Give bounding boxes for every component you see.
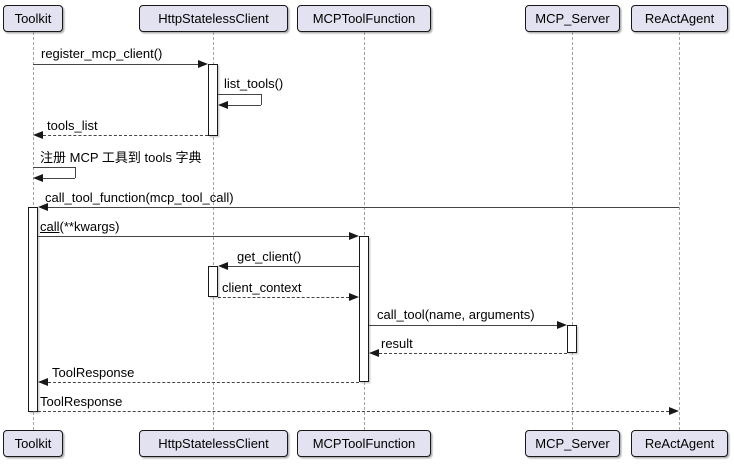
message-line bbox=[261, 94, 262, 105]
message-label: ToolResponse bbox=[40, 394, 123, 409]
message-line bbox=[48, 382, 359, 383]
participant-mcp-server-bottom: MCP_Server bbox=[525, 430, 620, 457]
arrowhead-right bbox=[557, 321, 567, 329]
message-line bbox=[33, 411, 669, 412]
participant-reactagent-top: ReActAgent bbox=[631, 5, 728, 32]
message-label: 注册 MCP 工具到 tools 字典 bbox=[40, 150, 202, 165]
arrowhead-left bbox=[369, 349, 379, 357]
participant-toolkit-top: Toolkit bbox=[3, 5, 63, 32]
message-line bbox=[48, 207, 679, 208]
message-label: call(**kwargs) bbox=[40, 219, 119, 234]
lifeline-mcptoolfunction bbox=[364, 32, 365, 430]
activation-mcp-server bbox=[567, 325, 577, 353]
arrowhead-right bbox=[349, 293, 359, 301]
activation-mcptoolfunction bbox=[359, 236, 369, 382]
message-line bbox=[33, 167, 75, 168]
activation-httpstatelessclient-1 bbox=[208, 64, 218, 136]
message-label: list_tools() bbox=[224, 76, 284, 91]
participant-toolkit-bottom: Toolkit bbox=[3, 430, 63, 457]
message-line bbox=[43, 135, 208, 136]
arrowhead-left bbox=[38, 378, 48, 386]
message-line bbox=[228, 105, 261, 106]
arrowhead-left bbox=[218, 101, 228, 109]
message-line bbox=[38, 236, 349, 237]
participant-mcptoolfunction-top: MCPToolFunction bbox=[297, 5, 431, 32]
arrowhead-right bbox=[669, 407, 679, 415]
message-label: ToolResponse bbox=[52, 365, 135, 380]
message-line bbox=[218, 297, 349, 298]
message-line bbox=[379, 353, 567, 354]
activation-httpstatelessclient-2 bbox=[208, 266, 218, 297]
message-line bbox=[369, 325, 557, 326]
arrowhead-left bbox=[38, 203, 48, 211]
message-label: register_mcp_client() bbox=[41, 46, 163, 61]
arrowhead-right bbox=[198, 60, 208, 68]
message-line bbox=[75, 167, 76, 178]
participant-reactagent-bottom: ReActAgent bbox=[631, 430, 728, 457]
arrowhead-right bbox=[349, 232, 359, 240]
arrowhead-left bbox=[33, 131, 43, 139]
message-label-suffix: (**kwargs) bbox=[59, 219, 120, 234]
participant-httpstatelessclient-top: HttpStatelessClient bbox=[139, 5, 288, 32]
lifeline-reactagent bbox=[679, 32, 680, 430]
message-line bbox=[43, 178, 75, 179]
message-line bbox=[218, 94, 261, 95]
participant-mcp-server-top: MCP_Server bbox=[525, 5, 620, 32]
message-label: call_tool_function(mcp_tool_call) bbox=[45, 190, 234, 205]
arrowhead-left bbox=[33, 174, 43, 182]
message-line bbox=[33, 64, 199, 65]
participant-mcptoolfunction-bottom: MCPToolFunction bbox=[297, 430, 431, 457]
message-label: tools_list bbox=[47, 118, 98, 133]
message-label: get_client() bbox=[237, 249, 302, 264]
activation-toolkit bbox=[28, 207, 38, 412]
message-line bbox=[228, 266, 359, 267]
participant-httpstatelessclient-bottom: HttpStatelessClient bbox=[139, 430, 288, 457]
lifeline-httpstatelessclient bbox=[213, 32, 214, 430]
message-label: call_tool(name, arguments) bbox=[377, 307, 535, 322]
message-label: client_context bbox=[222, 280, 302, 295]
message-label-underlined: call bbox=[40, 219, 60, 234]
message-label: result bbox=[381, 336, 413, 351]
arrowhead-left bbox=[218, 262, 228, 270]
lifeline-mcp-server bbox=[572, 32, 573, 430]
